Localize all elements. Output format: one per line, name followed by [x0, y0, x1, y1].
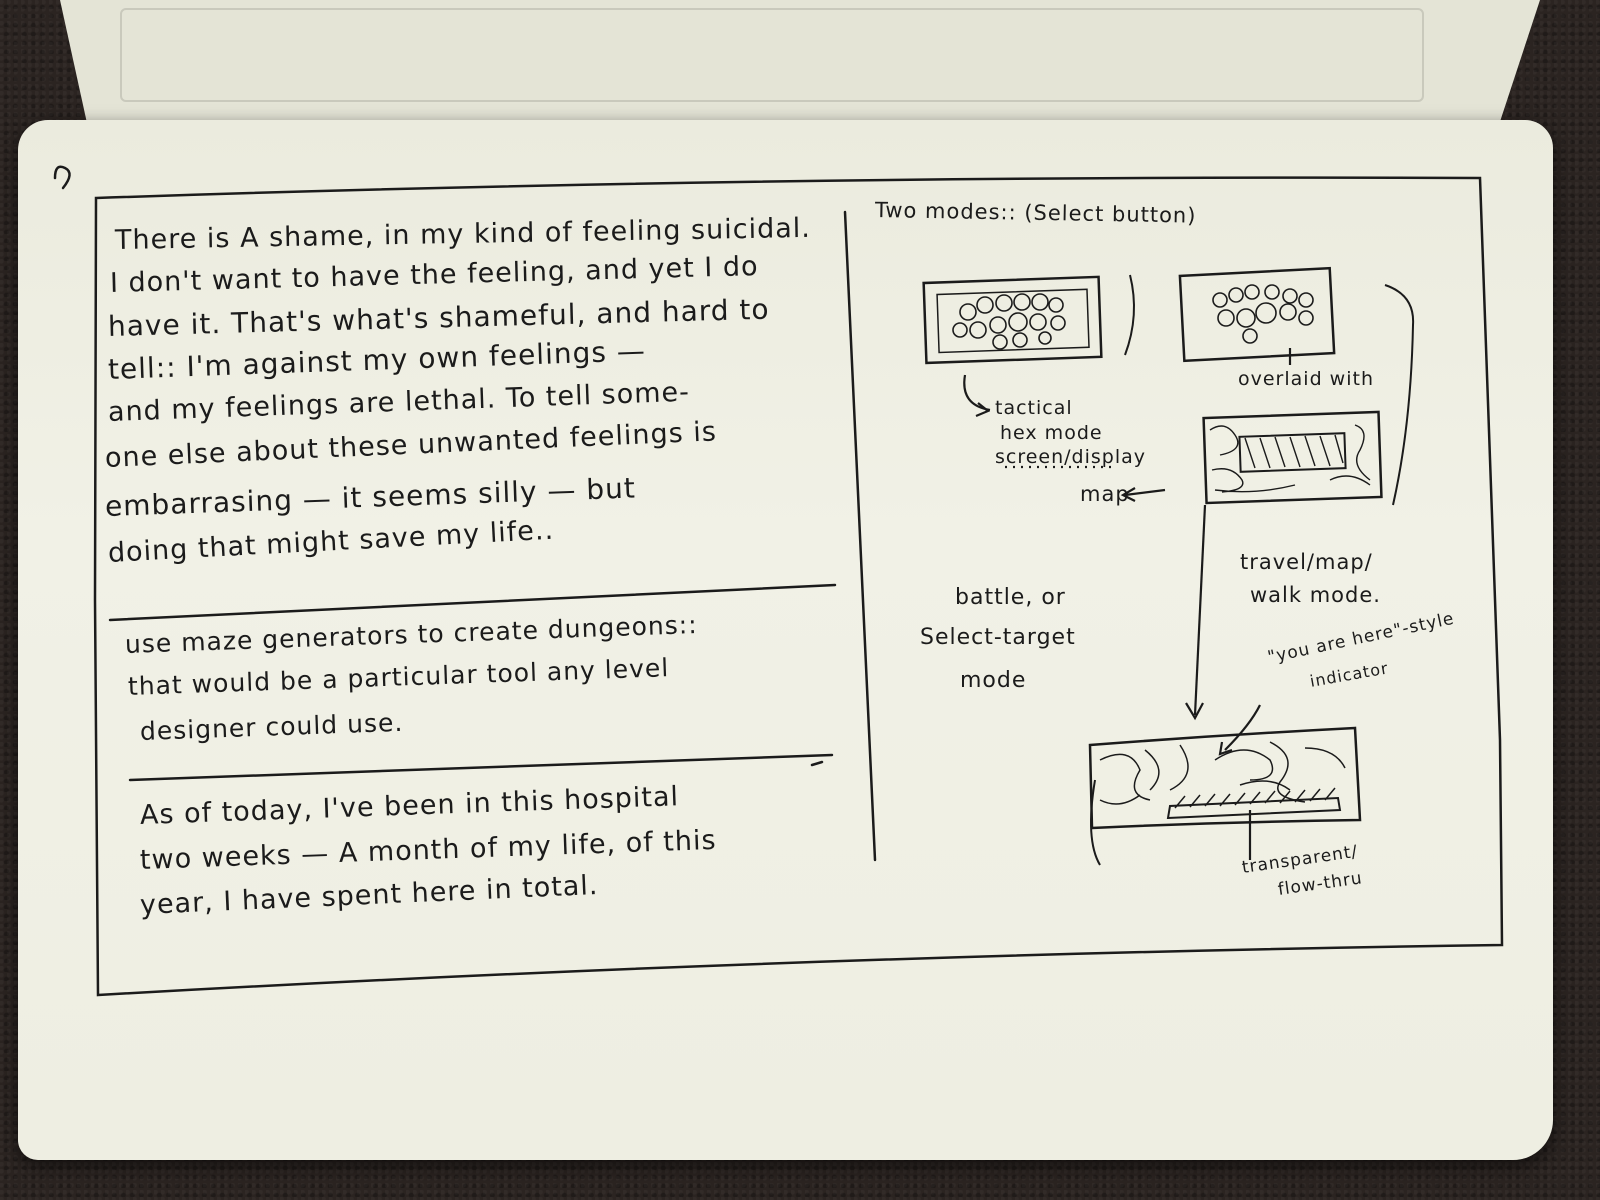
previous-page: [60, 0, 1540, 135]
divider-1: [108, 583, 837, 622]
travel-label-2: walk mode.: [1250, 583, 1381, 607]
tactical-label-3: screen/display: [995, 446, 1147, 468]
frame-corner: [53, 165, 71, 190]
page-divider: [843, 210, 877, 862]
battle-label-3: mode: [960, 668, 1027, 693]
overlay-hex-sketch: [1178, 266, 1415, 506]
tactical-hex-sketch: [922, 274, 1135, 365]
tactical-label-2: hex mode: [1000, 422, 1103, 444]
battle-label-2: Select-target: [920, 625, 1076, 650]
battle-label-1: battle, or: [955, 585, 1066, 610]
arrows: [963, 348, 1292, 860]
divider-2: [128, 753, 834, 782]
world-map-sketch: [1088, 726, 1362, 866]
map-label: map: [1080, 482, 1130, 506]
tactical-label-1: tactical: [995, 397, 1073, 419]
travel-map-sketch: [1202, 410, 1383, 505]
overlaid-label: overlaid with: [1238, 368, 1374, 390]
travel-label-1: travel/map/: [1240, 550, 1373, 574]
frame-border: [93, 176, 1504, 997]
